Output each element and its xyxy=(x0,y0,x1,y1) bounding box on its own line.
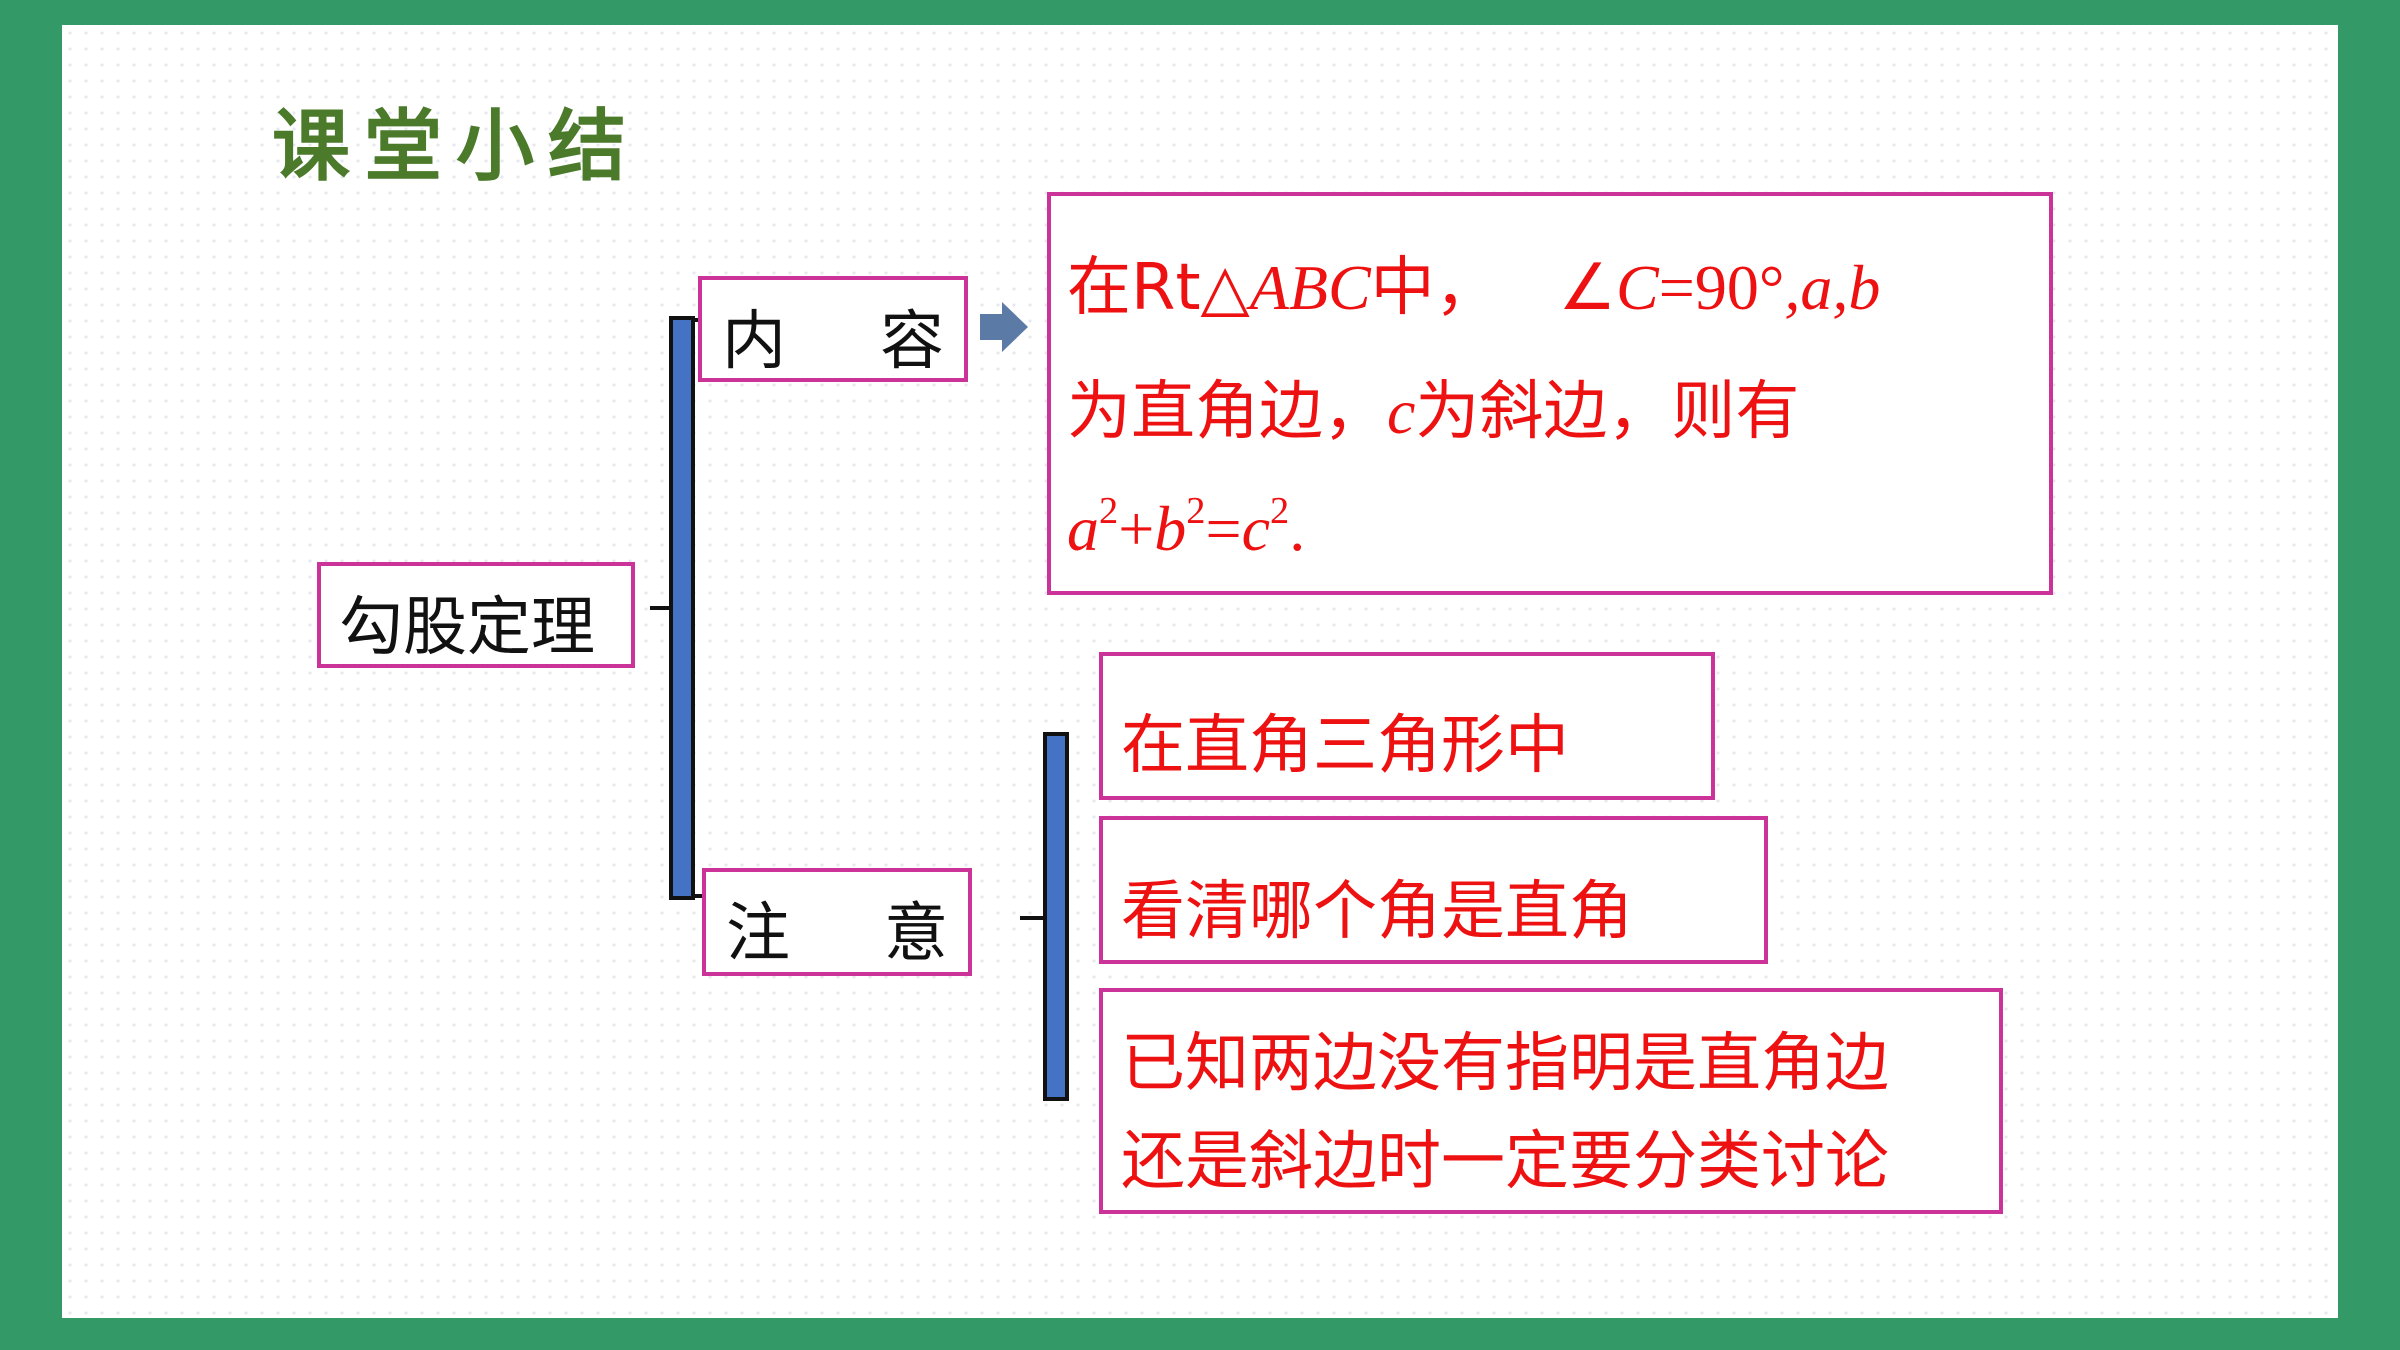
branch-content-label-right: 容 xyxy=(880,305,944,379)
theorem-formula: a2+b2=c2. xyxy=(1067,490,1306,564)
branch-notes: 注 意 xyxy=(702,868,972,976)
branch-notes-label-right: 意 xyxy=(884,897,948,971)
branch-content-label-left: 内 xyxy=(722,305,786,379)
note-box-1: 在直角三角形中 xyxy=(1099,652,1715,800)
theorem-line-1: 在Rt△ABC中，∠C=90°,a,b xyxy=(1067,251,1881,325)
root-node: 勾股定理 xyxy=(317,562,635,668)
theorem-line-2: 为直角边，c为斜边，则有 xyxy=(1067,375,1800,449)
note-text-3b: 还是斜边时一定要分类讨论 xyxy=(1121,1125,1889,1199)
right-arrow-icon xyxy=(980,302,1028,352)
theorem-box: 在Rt△ABC中，∠C=90°,a,b 为直角边，c为斜边，则有 a2+b2=c… xyxy=(1047,192,2053,595)
note-text-3a: 已知两边没有指明是直角边 xyxy=(1121,1027,1889,1101)
page-title: 课堂小结 xyxy=(272,101,641,192)
main-bracket xyxy=(669,316,695,900)
root-label: 勾股定理 xyxy=(339,591,595,665)
note-text-2: 看清哪个角是直角 xyxy=(1121,875,1633,949)
note-box-2: 看清哪个角是直角 xyxy=(1099,816,1768,964)
branch-content: 内 容 xyxy=(698,276,968,382)
note-box-3: 已知两边没有指明是直角边 还是斜边时一定要分类讨论 xyxy=(1099,988,2003,1214)
note-text-1: 在直角三角形中 xyxy=(1121,709,1569,783)
notes-bracket xyxy=(1043,732,1069,1101)
branch-notes-label-left: 注 xyxy=(726,897,790,971)
